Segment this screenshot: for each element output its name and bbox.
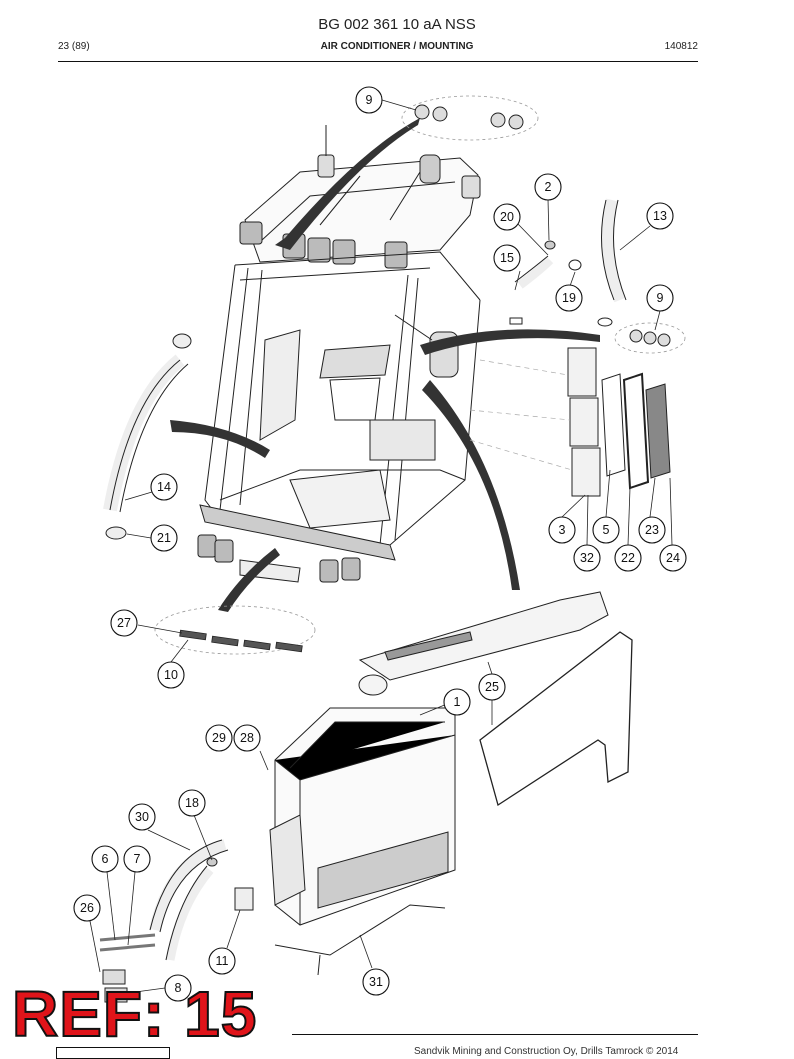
document-code: BG 002 361 10 aA NSS (318, 16, 476, 33)
svg-text:31: 31 (369, 975, 383, 989)
svg-text:6: 6 (102, 852, 109, 866)
callout-18: 18 (178, 789, 206, 817)
detail-ellipses (154, 95, 686, 655)
callout-2: 2 (534, 173, 562, 201)
filter-dashed-lines (469, 359, 573, 471)
callout-leaders (89, 99, 673, 994)
svg-text:15: 15 (500, 251, 514, 265)
svg-text:2: 2 (545, 180, 552, 194)
callout-21: 21 (150, 524, 178, 552)
callout-3: 3 (548, 516, 576, 544)
footer-copyright: Sandvik Mining and Construction Oy, Dril… (414, 1046, 679, 1057)
callout-29: 29 (205, 724, 233, 752)
air-duct-gasket (479, 631, 633, 807)
hoses (103, 198, 627, 540)
svg-text:27: 27 (117, 616, 131, 630)
svg-text:20: 20 (500, 210, 514, 224)
ref-stamp: REF: 15 (11, 978, 258, 1050)
svg-text:24: 24 (666, 551, 680, 565)
svg-text:9: 9 (657, 291, 664, 305)
filter-stack (567, 347, 671, 497)
svg-text:14: 14 (157, 480, 171, 494)
callout-28: 28 (233, 724, 261, 752)
header-rule (58, 61, 698, 62)
callout-27: 27 (110, 609, 138, 637)
svg-text:10: 10 (164, 668, 178, 682)
louvres (179, 629, 303, 653)
svg-text:5: 5 (603, 523, 610, 537)
date-code: 140812 (664, 41, 698, 52)
callout-5: 5 (592, 516, 620, 544)
callout-14: 14 (150, 473, 178, 501)
svg-text:26: 26 (80, 901, 94, 915)
callout-9b: 9 (646, 284, 674, 312)
callout-9a: 9 (355, 86, 383, 114)
callout-20: 20 (493, 203, 521, 231)
callout-13: 13 (646, 202, 674, 230)
svg-text:19: 19 (562, 291, 576, 305)
svg-text:22: 22 (621, 551, 635, 565)
callout-10: 10 (157, 661, 185, 689)
callout-6: 6 (91, 845, 119, 873)
callout-26: 26 (73, 894, 101, 922)
callout-30: 30 (128, 803, 156, 831)
svg-text:29: 29 (212, 731, 226, 745)
svg-text:7: 7 (134, 852, 141, 866)
callout-19: 19 (555, 284, 583, 312)
fittings-and-pipes (99, 839, 446, 1003)
callout-31: 31 (362, 968, 390, 996)
footer-rule (292, 1034, 698, 1035)
page-number: 23 (89) (58, 41, 90, 52)
callout-22: 22 (614, 544, 642, 572)
callout-24: 24 (659, 544, 687, 572)
ac-unit (269, 707, 456, 926)
callout-11: 11 (208, 947, 236, 975)
vent-rings-side (629, 329, 671, 347)
callout-25: 25 (478, 673, 506, 701)
svg-text:18: 18 (185, 796, 199, 810)
callout-1: 1 (443, 688, 471, 716)
svg-text:25: 25 (485, 680, 499, 694)
svg-text:32: 32 (580, 551, 594, 565)
callout-23: 23 (638, 516, 666, 544)
callout-32: 32 (573, 544, 601, 572)
svg-text:9: 9 (366, 93, 373, 107)
leader-arrows (170, 118, 600, 612)
svg-text:13: 13 (653, 209, 667, 223)
cab-frame (197, 125, 481, 583)
section-title: AIR CONDITIONER / MOUNTING (320, 41, 474, 52)
svg-text:3: 3 (559, 523, 566, 537)
callout-7: 7 (123, 845, 151, 873)
callout-8: 8 (164, 974, 192, 1002)
sandvik-logo (56, 1047, 170, 1059)
svg-text:30: 30 (135, 810, 149, 824)
svg-text:28: 28 (240, 731, 254, 745)
callout-15: 15 (493, 244, 521, 272)
svg-text:11: 11 (216, 954, 229, 968)
svg-text:21: 21 (157, 531, 171, 545)
svg-text:1: 1 (454, 695, 461, 709)
svg-text:8: 8 (175, 981, 182, 995)
air-duct (358, 591, 609, 696)
vent-rings-top (414, 104, 524, 130)
svg-text:23: 23 (645, 523, 659, 537)
